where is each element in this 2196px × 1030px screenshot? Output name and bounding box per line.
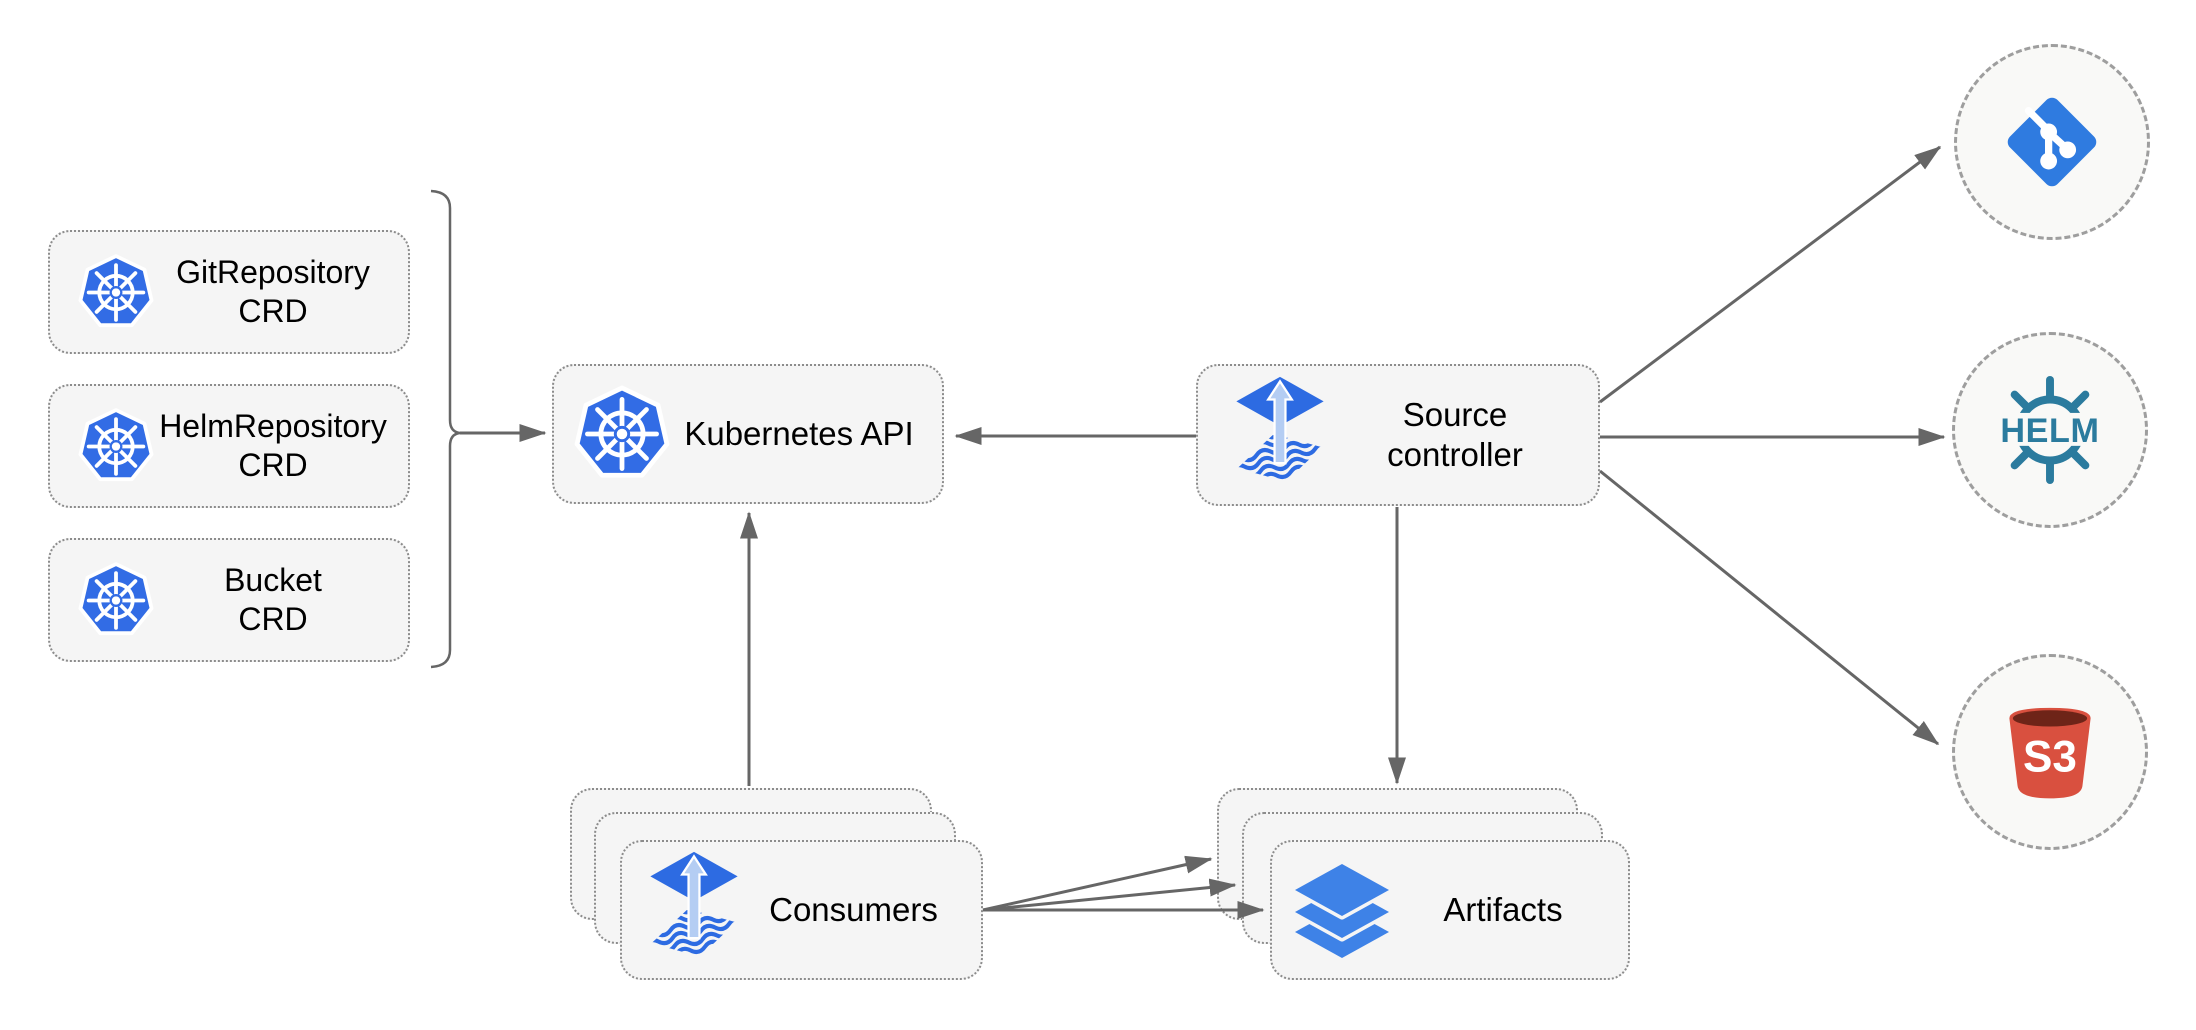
artifacts-box: Artifacts [1270, 840, 1630, 980]
kubernetes-icon [78, 253, 154, 327]
bucket-crd-label: Bucket CRD [224, 561, 322, 637]
helmrepository-crd-label: HelmRepository CRD [159, 407, 387, 483]
artifacts-label: Artifacts [1443, 890, 1563, 928]
kubernetes-api-label: Kubernetes API [684, 414, 914, 452]
kubernetes-icon [78, 561, 154, 635]
s3-source-circle: S3 [1952, 654, 2148, 850]
flux-icon [1234, 376, 1326, 493]
kubernetes-api-box: Kubernetes API [552, 364, 944, 504]
helmrepository-crd-box: HelmRepository CRD [48, 384, 410, 508]
bucket-crd-box: Bucket CRD [48, 538, 410, 662]
helm-logo-text: HELM [2000, 412, 2099, 450]
arrow-consumers-to-artifacts-1 [982, 855, 1213, 912]
git-icon [2007, 97, 2097, 187]
gitrepository-crd-label: GitRepository CRD [176, 253, 370, 329]
consumers-label: Consumers [769, 890, 938, 928]
flux-icon [648, 851, 740, 968]
kubernetes-icon [78, 407, 154, 481]
crd-group-bracket [430, 189, 461, 669]
s3-bucket-icon: S3 [2009, 707, 2091, 799]
source-controller-label: Source controller [1387, 395, 1523, 473]
kubernetes-icon [574, 385, 670, 478]
arrow-source-controller-to-s3 [1599, 469, 1940, 746]
arrow-consumers-to-artifacts-2 [982, 878, 1237, 912]
gitrepository-crd-box: GitRepository CRD [48, 230, 410, 354]
git-source-circle [1954, 44, 2150, 240]
s3-logo-text: S3 [2023, 733, 2077, 782]
layers-icon [1292, 860, 1392, 958]
helm-source-circle: HELM [1952, 332, 2148, 528]
arrow-source-controller-to-git [1599, 145, 1942, 404]
helm-icon: HELM [1993, 376, 2107, 484]
source-controller-box: Source controller [1196, 364, 1600, 506]
consumers-box: Consumers [620, 840, 983, 980]
